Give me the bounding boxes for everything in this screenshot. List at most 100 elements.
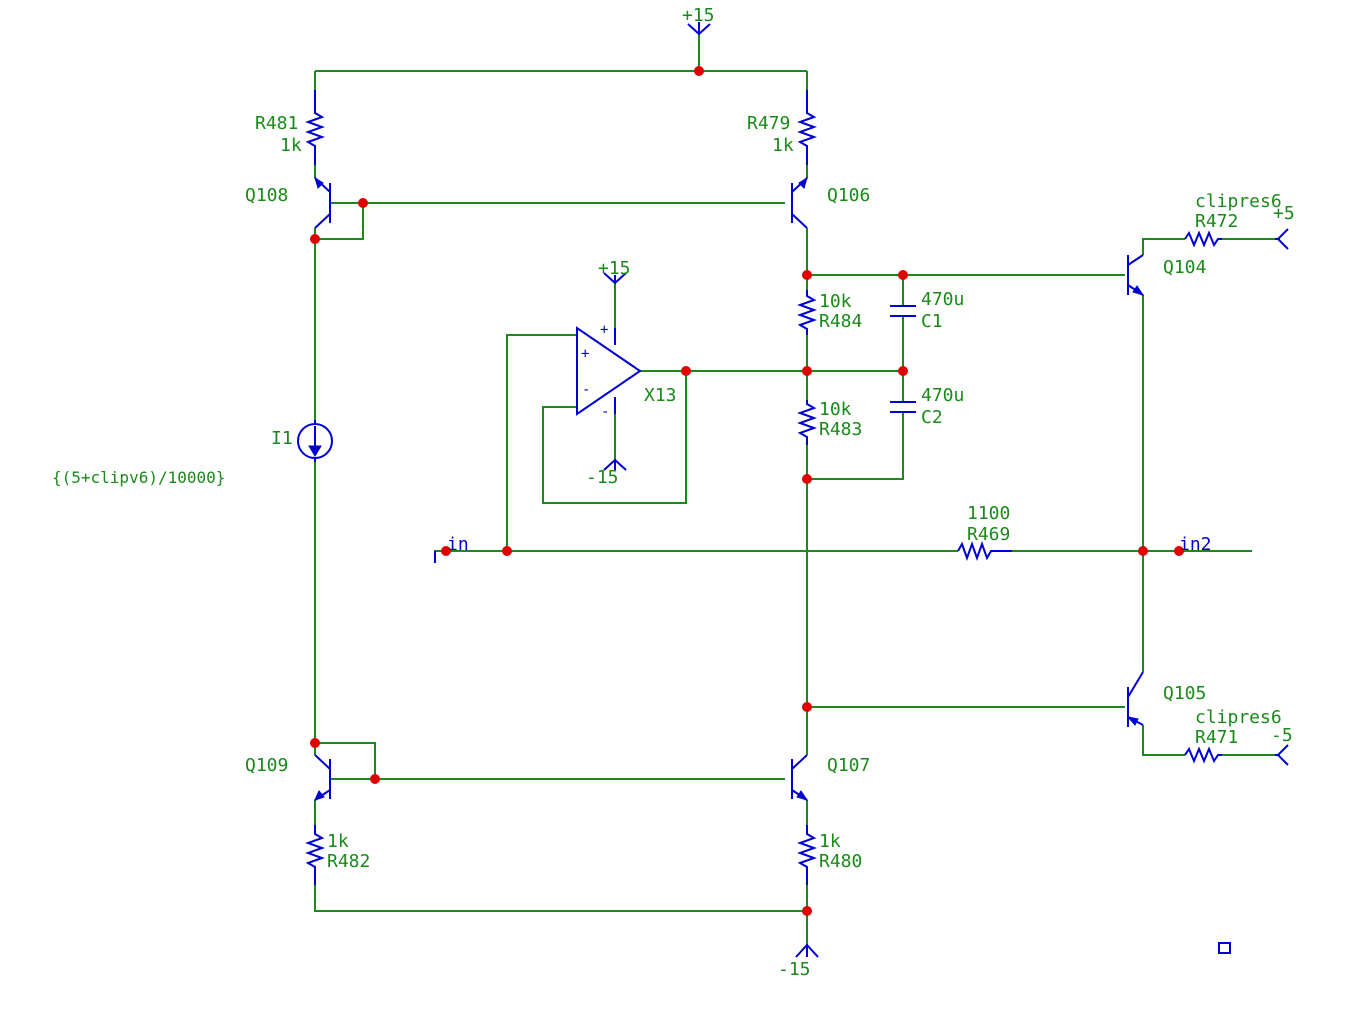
i1-current-source [297,420,333,462]
r482-resistor [305,825,325,885]
junction-dot [502,546,512,556]
wire-q109-diode [315,742,376,779]
plus15-top-label: +15 [682,5,715,26]
junction-dot [898,366,908,376]
r482-ref-label: R482 [327,851,370,872]
q109-transistor [314,754,331,801]
junction-dot [1174,546,1184,556]
r480-ref-label: R480 [819,851,862,872]
junction-dot [802,906,812,916]
plus5-label: +5 [1273,203,1295,224]
q109-label: Q109 [245,755,288,776]
r481-resistor [305,90,325,165]
r469-value-label: 1100 [967,503,1010,524]
r469-resistor [957,541,1012,561]
r480-value-label: 1k [819,831,841,852]
x13-vminus-mark: - [601,404,609,420]
q106-transistor [791,176,808,229]
r482-value-label: 1k [327,831,349,852]
c2-value-label: 470u [921,385,964,406]
minus15-bottom-symbol [795,943,819,958]
r483-value-label: 10k [819,399,852,420]
minus5-label: -5 [1271,725,1293,746]
plus5-symbol [1275,228,1289,250]
q104-label: Q104 [1163,257,1206,278]
wire-q104-emitter [1142,238,1185,255]
junction-dot [681,366,691,376]
transistors [314,176,1145,801]
q105-label: Q105 [1163,683,1206,704]
x13-opamp [576,326,642,416]
r483-ref-label: R483 [819,419,862,440]
wire-r482-bottom [314,885,807,912]
r472-ref-label: R472 [1195,211,1238,232]
wire-in-line [434,550,958,563]
wires [314,34,1275,945]
resistors [305,90,1222,885]
q108-transistor [314,176,331,229]
wire-opamp-feedback [542,371,687,504]
plus15-opamp-label: +15 [598,258,631,279]
minus15-bottom-label: -15 [778,959,811,980]
r481-ref-label: R481 [255,113,298,134]
r471-resistor [1184,746,1222,764]
wire-q108-diode [315,203,364,240]
r483-resistor [797,400,817,445]
junction-dot [898,270,908,280]
labels: +15 +15 -15 -15 +5 -5 R481 1k R479 1k Q1… [52,5,1295,980]
q106-label: Q106 [827,185,870,206]
junction-dot [802,366,812,376]
q108-label: Q108 [245,185,288,206]
in-port-label: in [447,534,469,555]
r484-ref-label: R484 [819,311,862,332]
r472-resistor [1184,230,1222,248]
wire-q105-emitter [1142,725,1185,756]
capacitors [890,305,916,413]
small-marker-square [1218,942,1231,954]
r480-resistor [797,825,817,885]
junction-dot [1138,546,1148,556]
wire-c2-bottom [807,412,904,480]
x13-plus-input-mark: + [581,346,589,362]
c2-ref-label: C2 [921,407,943,428]
c1-capacitor [890,305,916,317]
r471-ref-label: R471 [1195,727,1238,748]
junction-dot [802,474,812,484]
r479-ref-label: R479 [747,113,790,134]
supply-symbols [603,22,1289,958]
junction-dot [802,702,812,712]
junction-dots [310,66,1184,916]
q107-label: Q107 [827,755,870,776]
plus15-top-symbol [687,22,711,36]
i1-ref-label: I1 [271,428,293,449]
x13-label: X13 [644,385,677,406]
r479-value-label: 1k [772,135,794,156]
q107-transistor [791,754,809,801]
wire-opamp-plus-input [506,334,577,551]
q104-transistor [1127,254,1145,296]
r484-resistor [797,290,817,335]
in2-port-label: in2 [1179,534,1212,555]
junction-dot [310,738,320,748]
r479-resistor [797,90,817,165]
q105-transistor [1126,671,1144,727]
minus15-opamp-label: -15 [586,467,619,488]
x13-vplus-mark: + [600,322,608,338]
r484-value-label: 10k [819,291,852,312]
minus15-opamp-symbol [603,458,627,471]
r469-ref-label: R469 [967,524,1010,545]
r481-value-label: 1k [280,135,302,156]
junction-dot [310,234,320,244]
c1-ref-label: C1 [921,311,943,332]
junction-dot [694,66,704,76]
junction-dot [358,198,368,208]
r471-value-label: clipres6 [1195,707,1282,728]
junction-dot [802,270,812,280]
c2-capacitor [890,401,916,413]
i1-value-label: {(5+clipv6)/10000} [52,468,225,487]
plus15-opamp-symbol [603,272,627,285]
junction-dot [441,546,451,556]
minus5-symbol [1275,744,1289,766]
x13-minus-input-mark: - [582,382,590,398]
